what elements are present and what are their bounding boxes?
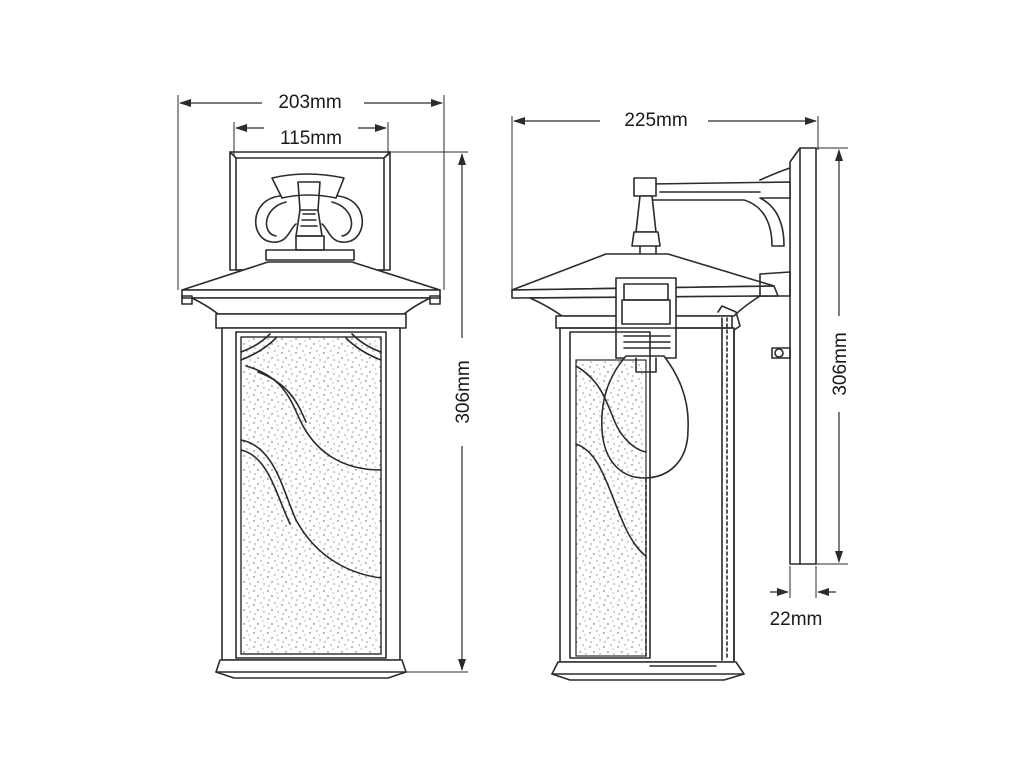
side-wall-plate <box>771 147 817 565</box>
front-backplate-label: 115mm <box>280 128 342 149</box>
front-width-dimension: 203mm <box>177 92 445 290</box>
front-body <box>221 327 401 661</box>
front-backplate-dimension: 115mm <box>233 122 389 156</box>
side-height-label: 306mm <box>830 332 851 395</box>
side-height-dimension: 306mm <box>816 147 851 565</box>
front-backplate <box>229 151 391 271</box>
front-height-label: 306mm <box>453 360 474 423</box>
side-thickness-label: 22mm <box>770 609 823 630</box>
side-arm <box>631 167 791 263</box>
side-thickness-dimension: 22mm <box>770 566 836 630</box>
front-height-dimension: 306mm <box>390 151 474 673</box>
side-depth-label: 225mm <box>624 110 687 131</box>
side-depth-dimension: 225mm <box>511 110 819 292</box>
front-base <box>215 659 407 679</box>
front-width-label: 203mm <box>278 92 341 113</box>
front-view: 203mm 115mm 306mm <box>177 92 474 679</box>
side-body <box>559 305 741 663</box>
side-view: 225mm 306mm 22mm <box>511 110 851 681</box>
side-base <box>551 661 745 681</box>
front-bracket-ornament <box>254 173 364 261</box>
front-roof <box>181 261 441 329</box>
